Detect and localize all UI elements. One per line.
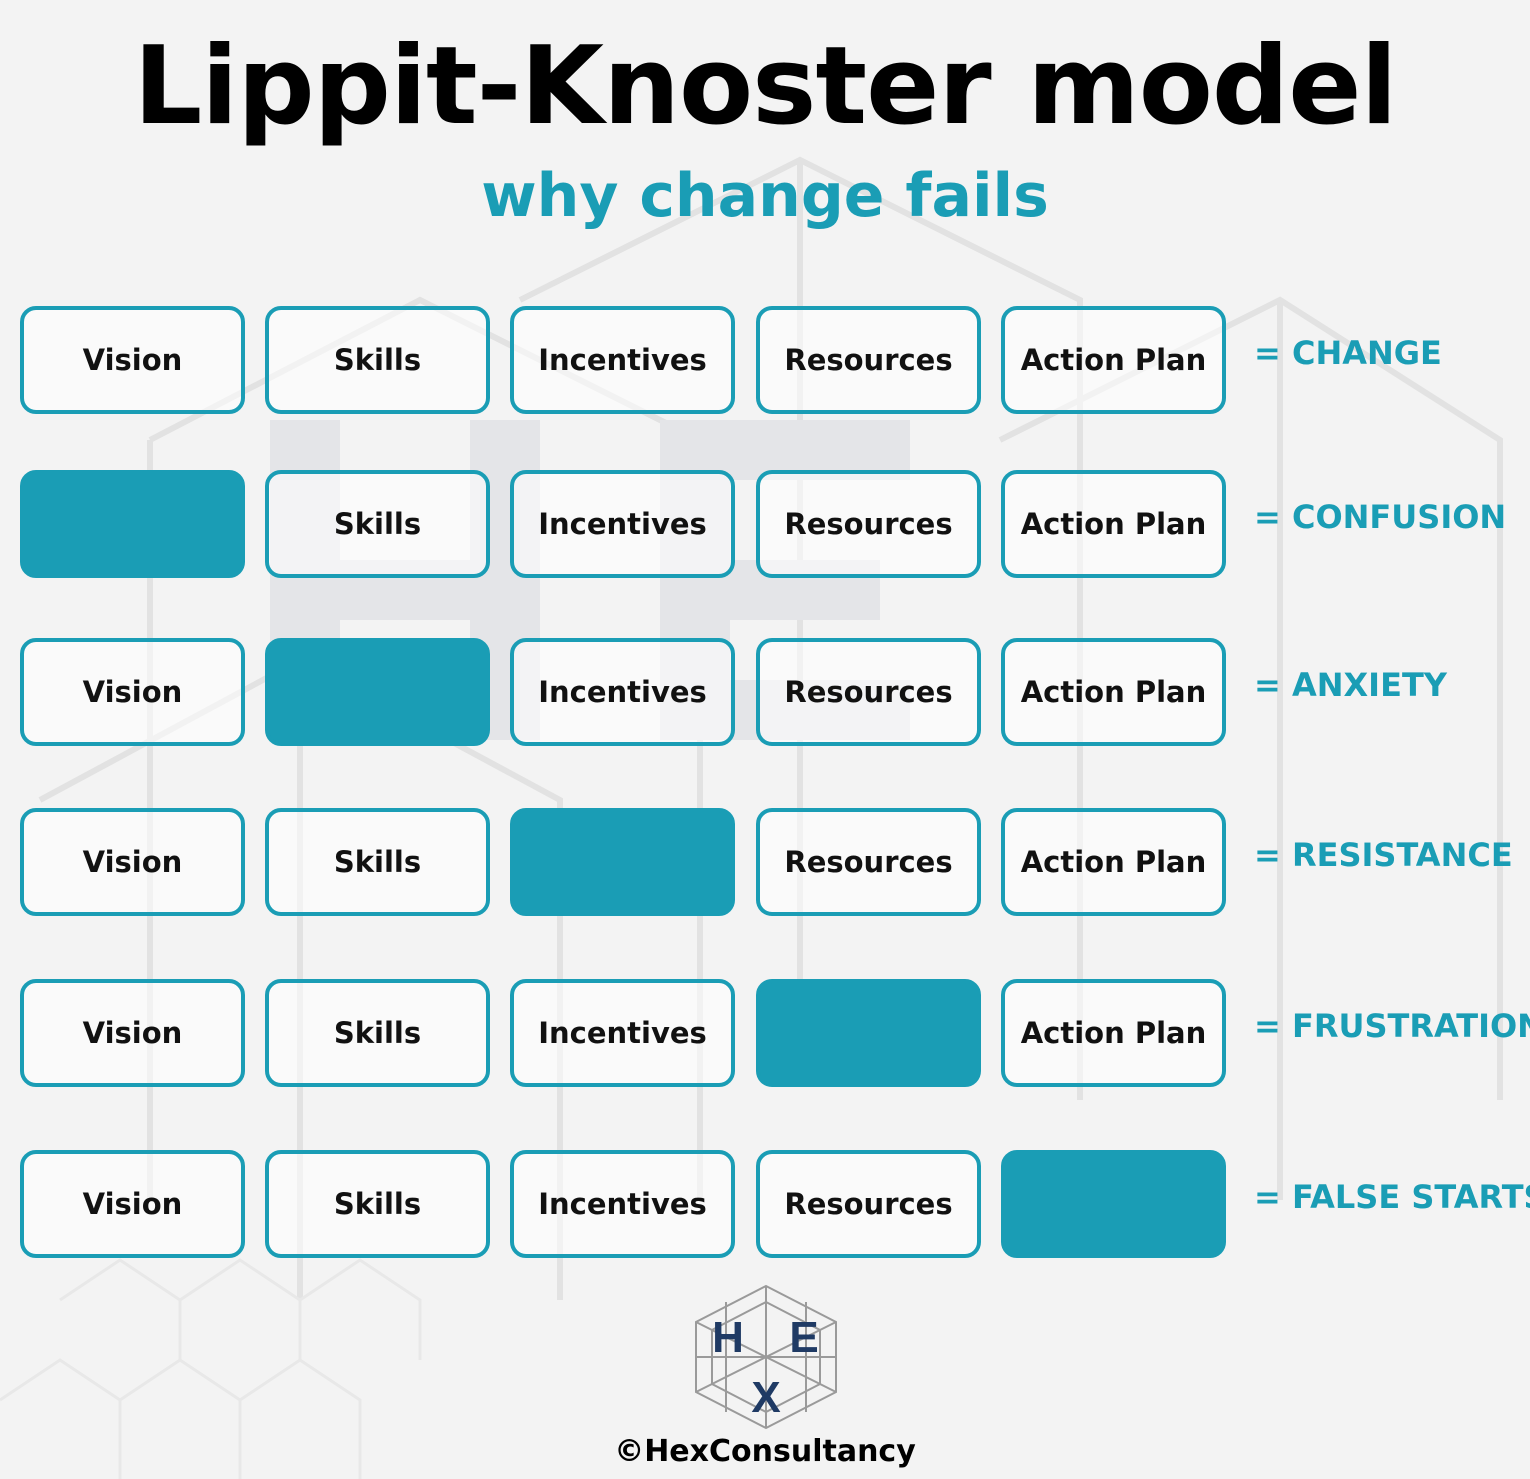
incentives-box: Incentives [510,470,735,578]
vision-box: Vision [20,306,245,414]
action-plan-box: Action Plan [1001,638,1226,746]
incentives-box: Incentives [510,1150,735,1258]
resources-box: Resources [756,808,981,916]
missing-incentives-box [510,808,735,916]
result-label: = CHANGE [1254,334,1442,372]
result-label: = ANXIETY [1254,666,1447,704]
page-title: Lippit-Knoster model [133,24,1397,149]
skills-box: Skills [265,979,490,1087]
hexagon-frame-icon [695,1284,837,1430]
skills-box: Skills [265,470,490,578]
result-label: = FALSE STARTS [1254,1178,1530,1216]
missing-skills-box [265,638,490,746]
vision-box: Vision [20,638,245,746]
vision-box: Vision [20,979,245,1087]
resources-box: Resources [756,470,981,578]
copyright-text: ©HexConsultancy [614,1434,916,1469]
action-plan-box: Action Plan [1001,470,1226,578]
action-plan-box: Action Plan [1001,306,1226,414]
missing-resources-box [756,979,981,1087]
logo-letter-h: H [712,1313,744,1362]
resources-box: Resources [756,638,981,746]
missing-vision-box [20,470,245,578]
incentives-box: Incentives [510,638,735,746]
incentives-box: Incentives [510,306,735,414]
result-label: = FRUSTRATION [1254,1007,1530,1045]
action-plan-box: Action Plan [1001,808,1226,916]
skills-box: Skills [265,1150,490,1258]
result-label: = RESISTANCE [1254,836,1513,874]
result-label: = CONFUSION [1254,498,1507,536]
hex-logo: H E X [695,1284,837,1430]
action-plan-box: Action Plan [1001,979,1226,1087]
page-subtitle: why change fails [481,161,1049,231]
incentives-box: Incentives [510,979,735,1087]
skills-box: Skills [265,808,490,916]
logo-letter-x: X [751,1373,780,1422]
vision-box: Vision [20,808,245,916]
resources-box: Resources [756,1150,981,1258]
vision-box: Vision [20,1150,245,1258]
missing-action-plan-box [1001,1150,1226,1258]
logo-letter-e: E [789,1313,818,1362]
resources-box: Resources [756,306,981,414]
skills-box: Skills [265,306,490,414]
